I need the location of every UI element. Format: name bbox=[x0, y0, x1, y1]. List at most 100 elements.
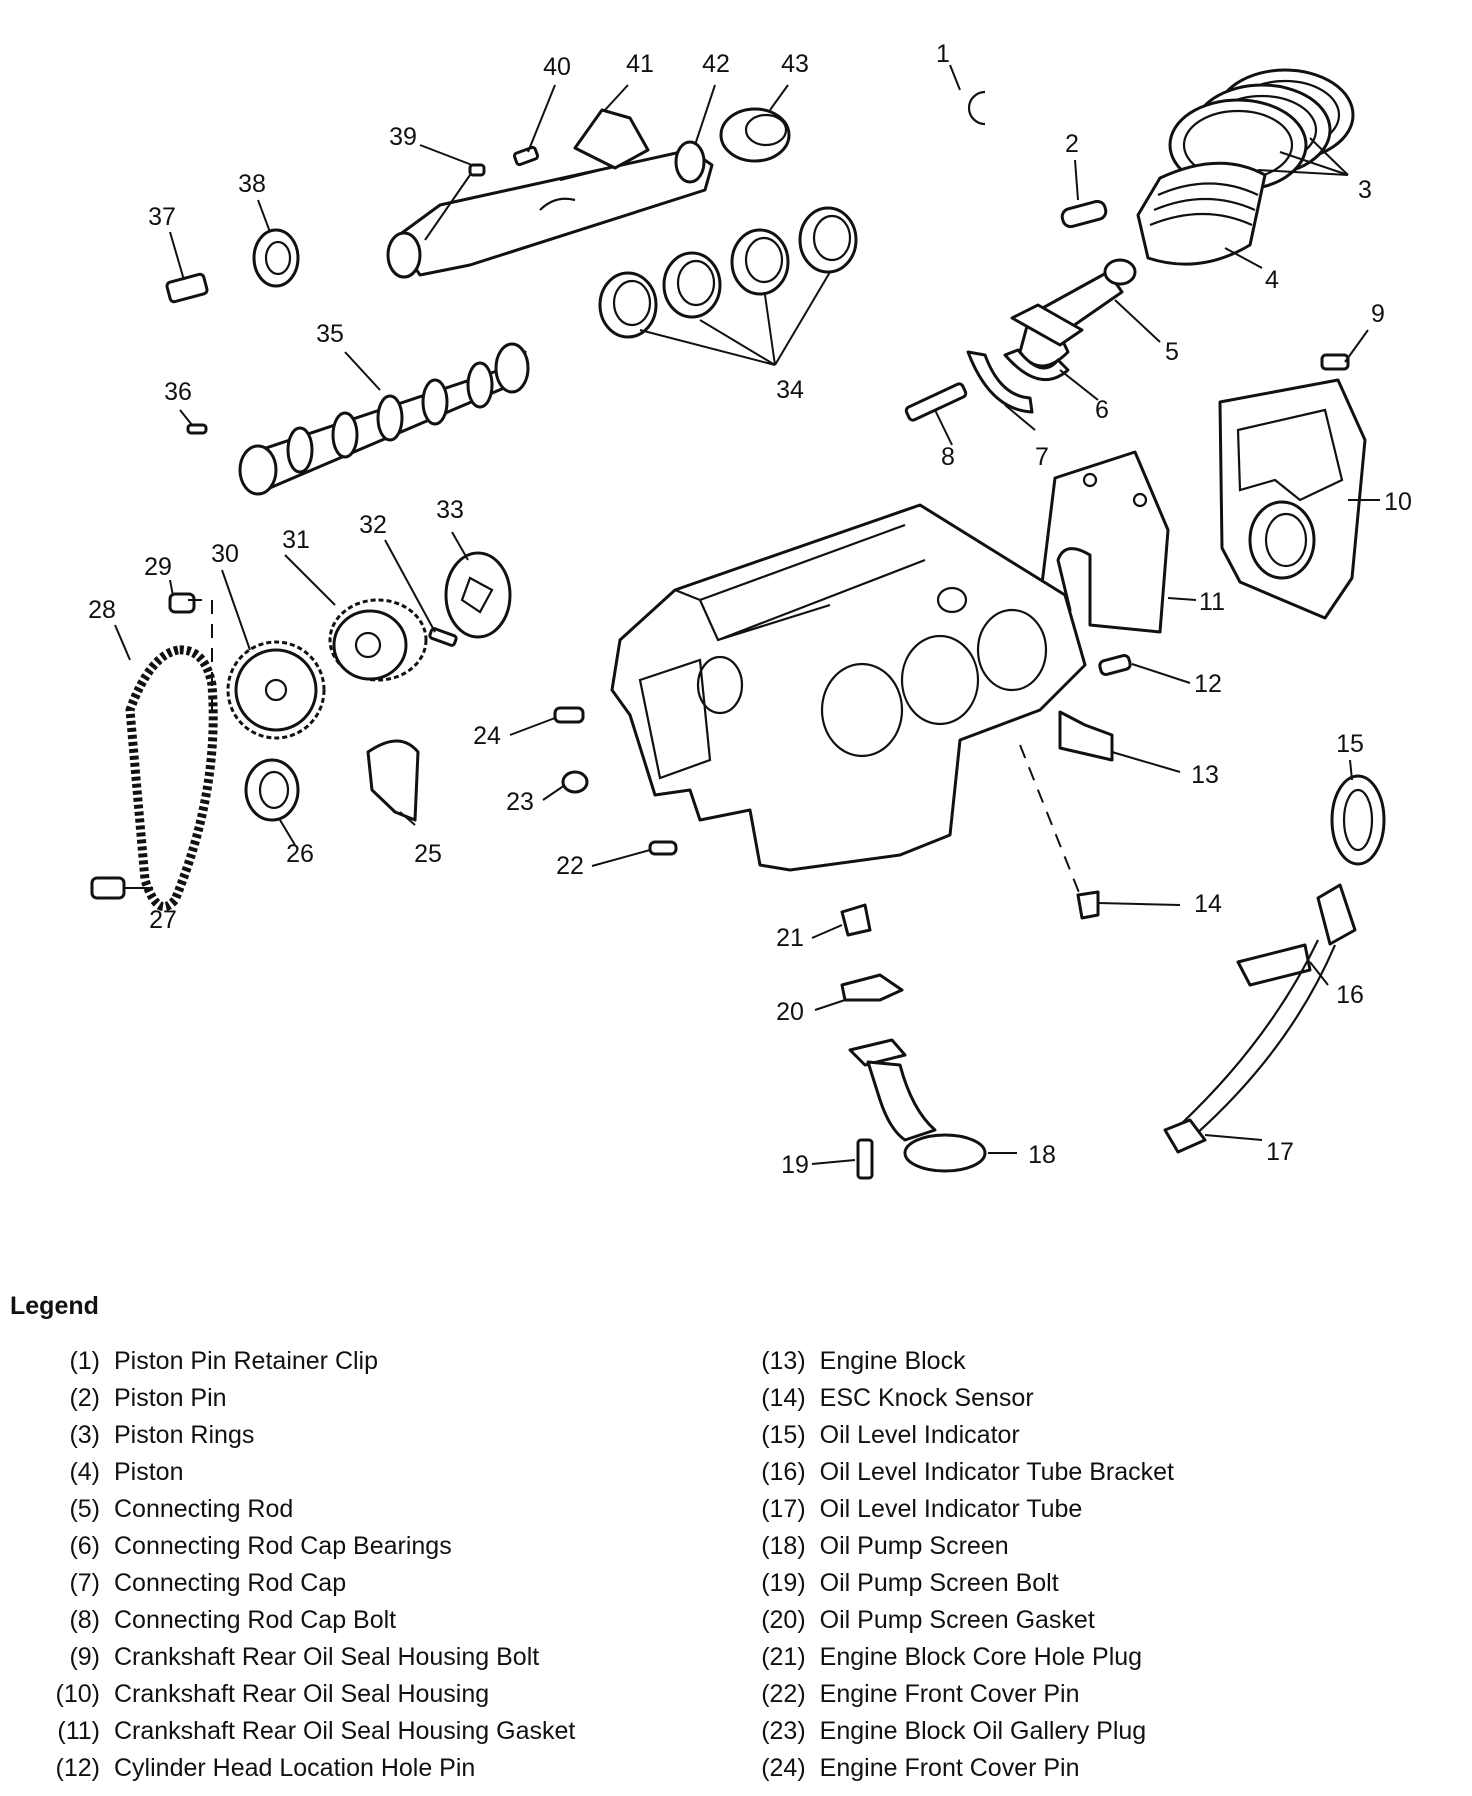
callout-16: 16 bbox=[1336, 981, 1364, 1009]
legend-number: (7) bbox=[69, 1569, 100, 1597]
legend-label: Oil Level Indicator Tube bbox=[819, 1495, 1083, 1523]
callout-18: 18 bbox=[1028, 1141, 1056, 1169]
callout-34: 34 bbox=[776, 376, 804, 404]
legend-item: (10)Crankshaft Rear Oil Seal Housing bbox=[38, 1676, 744, 1713]
legend-label: Engine Front Cover Pin bbox=[819, 1754, 1080, 1782]
legend-number: (6) bbox=[69, 1532, 100, 1560]
balance-shaft-gear-31 bbox=[328, 598, 428, 682]
legend-columns: (1)Piston Pin Retainer Clip (2) Piston Pi… bbox=[8, 1343, 1464, 1787]
callout-1: 1 bbox=[936, 40, 950, 68]
callout-8: 8 bbox=[941, 443, 955, 471]
legend-label: Crankshaft Rear Oil Seal Housing bbox=[114, 1680, 490, 1708]
legend-item: (2) Piston Pin bbox=[38, 1380, 744, 1417]
timing-chain bbox=[125, 645, 218, 912]
tensioner-and-sprockets bbox=[90, 592, 420, 900]
piston bbox=[1136, 161, 1267, 266]
callout-3: 3 bbox=[1358, 176, 1372, 204]
callout-29: 29 bbox=[144, 553, 172, 581]
legend-label: ESC Knock Sensor bbox=[819, 1384, 1034, 1412]
legend-title: Legend bbox=[10, 1292, 99, 1320]
legend-number: (15) bbox=[761, 1421, 806, 1449]
callout-7: 7 bbox=[1035, 443, 1049, 471]
legend-number: (21) bbox=[761, 1643, 806, 1671]
callout-17: 17 bbox=[1266, 1138, 1294, 1166]
legend-label: Engine Block Core Hole Plug bbox=[819, 1643, 1143, 1671]
legend-item: (12)Cylinder Head Location Hole Pin bbox=[38, 1750, 744, 1787]
camshaft-bearings-34 bbox=[598, 206, 858, 339]
legend-number: (11) bbox=[57, 1717, 100, 1745]
exploded-engine-diagram: 1 2 3 4 5 6 7 8 9 10 11 12 13 14 15 16 1… bbox=[88, 40, 1412, 1180]
legend-item: (5) Connecting Rod bbox=[38, 1491, 744, 1528]
camshaft bbox=[238, 342, 530, 496]
callout-20: 20 bbox=[776, 998, 804, 1026]
legend-number: (14) bbox=[761, 1384, 806, 1412]
callout-5: 5 bbox=[1165, 338, 1179, 366]
legend-label: Connecting Rod Cap Bearings bbox=[114, 1532, 452, 1560]
legend-item: (4) Piston bbox=[38, 1454, 744, 1491]
crankshaft-sprocket-30 bbox=[226, 640, 326, 740]
legend-number: (3) bbox=[69, 1421, 100, 1449]
callout-13: 13 bbox=[1191, 761, 1219, 789]
callout-43: 43 bbox=[781, 50, 809, 78]
legend-number: (23) bbox=[761, 1717, 806, 1745]
legend-item: (13) Engine Block bbox=[744, 1343, 1464, 1380]
balance-shaft bbox=[386, 140, 714, 279]
callout-32: 32 bbox=[359, 511, 387, 539]
callout-22: 22 bbox=[556, 852, 584, 880]
legend-label: Oil Pump Screen Gasket bbox=[819, 1606, 1095, 1634]
legend-item: (6) Connecting Rod Cap Bearings bbox=[38, 1528, 744, 1565]
legend-item: (9) Crankshaft Rear Oil Seal Housing Bolt bbox=[38, 1639, 744, 1676]
callout-42: 42 bbox=[702, 50, 730, 78]
callout-14: 14 bbox=[1194, 890, 1222, 918]
callout-40: 40 bbox=[543, 53, 571, 81]
callout-10: 10 bbox=[1384, 488, 1412, 516]
legend-number: (2) bbox=[69, 1384, 100, 1412]
legend: Legend (1)Piston Pin Retainer Clip (2) Pi… bbox=[8, 1292, 1464, 1787]
legend-label: Piston bbox=[114, 1458, 184, 1486]
oil-pump-screen-assembly bbox=[840, 903, 987, 1180]
callout-6: 6 bbox=[1095, 396, 1109, 424]
legend-number: (13) bbox=[761, 1347, 806, 1375]
legend-number: (19) bbox=[761, 1569, 806, 1597]
callout-38: 38 bbox=[238, 170, 266, 198]
legend-label: Connecting Rod Cap Bolt bbox=[114, 1606, 397, 1634]
legend-item: (19)Oil Pump Screen Bolt bbox=[744, 1565, 1464, 1602]
legend-number: (5) bbox=[69, 1495, 100, 1523]
legend-label: Oil Pump Screen bbox=[819, 1532, 1009, 1560]
callout-37: 37 bbox=[148, 203, 176, 231]
legend-label: Crankshaft Rear Oil Seal Housing Bolt bbox=[114, 1643, 540, 1671]
legend-item: (18)Oil Pump Screen bbox=[744, 1528, 1464, 1565]
legend-item: (11)Crankshaft Rear Oil Seal Housing Gas… bbox=[38, 1713, 744, 1750]
legend-label: Cylinder Head Location Hole Pin bbox=[114, 1754, 476, 1782]
thrust-plate-33 bbox=[428, 551, 512, 647]
legend-number: (4) bbox=[69, 1458, 100, 1486]
legend-number: (9) bbox=[69, 1643, 100, 1671]
legend-label: Engine Block Oil Gallery Plug bbox=[819, 1717, 1147, 1745]
legend-label: Oil Level Indicator bbox=[819, 1421, 1020, 1449]
callout-27: 27 bbox=[149, 906, 177, 934]
legend-item: (7)Connecting Rod Cap bbox=[38, 1565, 744, 1602]
legend-item: (17)Oil Level Indicator Tube bbox=[744, 1491, 1464, 1528]
balance-shaft-retainer bbox=[573, 108, 650, 170]
callout-33: 33 bbox=[436, 496, 464, 524]
legend-label: Piston Pin bbox=[114, 1384, 227, 1412]
legend-left-column: (1)Piston Pin Retainer Clip (2) Piston Pi… bbox=[8, 1343, 744, 1787]
callout-35: 35 bbox=[316, 320, 344, 348]
legend-label: Connecting Rod bbox=[114, 1495, 294, 1523]
crankshaft-rear-oil-seal-housing bbox=[1218, 353, 1367, 620]
callout-30: 30 bbox=[211, 540, 239, 568]
callout-24: 24 bbox=[473, 722, 501, 750]
callout-2: 2 bbox=[1065, 130, 1079, 158]
callout-4: 4 bbox=[1265, 266, 1279, 294]
callout-28: 28 bbox=[88, 596, 116, 624]
legend-label: Engine Block bbox=[819, 1347, 966, 1375]
crankshaft-rear-oil-seal-housing-gasket bbox=[1038, 450, 1170, 634]
balance-shaft-bearing-43 bbox=[719, 107, 791, 163]
legend-label: Piston Pin Retainer Clip bbox=[114, 1347, 379, 1375]
legend-label: Oil Level Indicator Tube Bracket bbox=[819, 1458, 1175, 1486]
legend-item: (23) Engine Block Oil Gallery Plug bbox=[744, 1713, 1464, 1750]
oil-level-indicator-and-tube bbox=[1163, 774, 1386, 1154]
legend-item: (1)Piston Pin Retainer Clip bbox=[38, 1343, 744, 1380]
callout-11: 11 bbox=[1199, 588, 1225, 616]
timing-dash-guides bbox=[188, 599, 1081, 896]
